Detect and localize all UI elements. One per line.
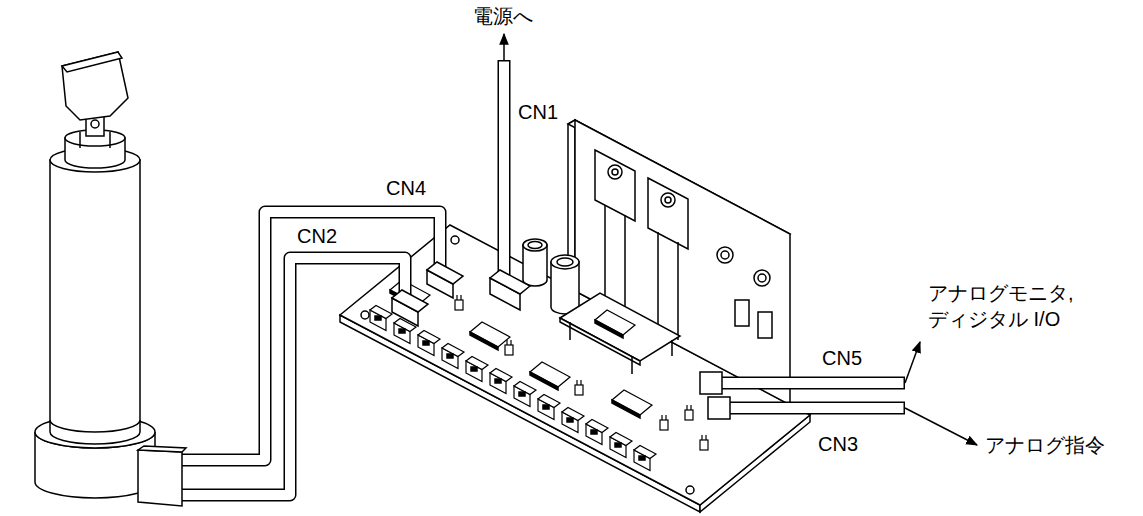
destination-label: 電源へ — [473, 4, 533, 28]
connector-label: CN2 — [297, 224, 337, 248]
heat-plate — [568, 120, 790, 405]
connector-label: CN4 — [386, 176, 426, 200]
cables — [176, 60, 905, 495]
signal-label: アナログモニタ, ディジタル I/O — [928, 280, 1128, 332]
connector-label: CN1 — [518, 100, 558, 124]
cable-connectors — [138, 262, 730, 506]
motor — [35, 52, 155, 498]
board-components — [370, 239, 708, 471]
signal-arrows — [504, 34, 977, 445]
connector-label: CN3 — [818, 432, 858, 456]
connector-label: CN5 — [822, 346, 862, 370]
signal-label: アナログ指令 — [985, 433, 1105, 457]
